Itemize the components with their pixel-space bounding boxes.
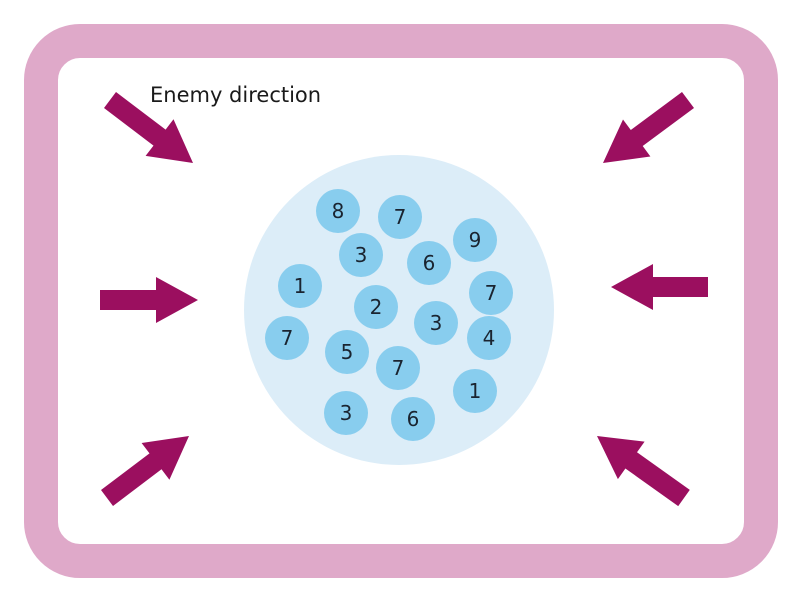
unit-circle	[325, 330, 369, 374]
unit-number: 8	[332, 199, 345, 223]
unit-3: 3	[339, 233, 383, 277]
unit-15: 3	[324, 391, 368, 435]
unit-number: 6	[423, 251, 436, 275]
unit-4: 6	[407, 241, 451, 285]
unit-number: 9	[469, 228, 482, 252]
unit-number: 7	[392, 356, 405, 380]
unit-circle	[407, 241, 451, 285]
arrows-layer	[100, 92, 708, 507]
unit-circle	[469, 271, 513, 315]
unit-13: 7	[376, 346, 420, 390]
unit-number: 1	[469, 379, 482, 403]
unit-number: 3	[430, 311, 443, 335]
unit-14: 1	[453, 369, 497, 413]
unit-number: 3	[355, 243, 368, 267]
unit-number: 7	[281, 326, 294, 350]
unit-9: 3	[414, 301, 458, 345]
unit-12: 5	[325, 330, 369, 374]
unit-circle	[265, 316, 309, 360]
unit-circle	[376, 346, 420, 390]
arrow-middle-right-icon	[611, 264, 708, 310]
unit-8: 7	[469, 271, 513, 315]
arrow-bottom-left-icon	[101, 436, 189, 506]
arrow-top-left-icon	[104, 92, 193, 163]
unit-number: 2	[370, 295, 383, 319]
unit-circle	[316, 189, 360, 233]
unit-5: 9	[453, 218, 497, 262]
unit-number: 5	[341, 340, 354, 364]
arrow-top-right-icon	[603, 92, 694, 163]
unit-circle	[467, 316, 511, 360]
unit-circle	[354, 285, 398, 329]
unit-6: 1	[278, 264, 322, 308]
unit-16: 6	[391, 397, 435, 441]
unit-circle	[453, 369, 497, 413]
unit-circle	[378, 195, 422, 239]
unit-number: 3	[340, 401, 353, 425]
unit-number: 6	[407, 407, 420, 431]
unit-number: 7	[394, 205, 407, 229]
unit-circle	[278, 264, 322, 308]
unit-circle	[414, 301, 458, 345]
unit-1: 8	[316, 189, 360, 233]
unit-2: 7	[378, 195, 422, 239]
unit-11: 4	[467, 316, 511, 360]
unit-circle	[453, 218, 497, 262]
unit-7: 2	[354, 285, 398, 329]
unit-number: 7	[485, 281, 498, 305]
unit-10: 7	[265, 316, 309, 360]
enemy-direction-label: Enemy direction	[150, 83, 322, 107]
unit-number: 4	[483, 326, 496, 350]
unit-number: 1	[294, 274, 307, 298]
unit-circle	[324, 391, 368, 435]
unit-circle	[339, 233, 383, 277]
unit-circle	[391, 397, 435, 441]
arrow-middle-left-icon	[100, 277, 198, 323]
arrow-bottom-right-icon	[597, 436, 690, 507]
